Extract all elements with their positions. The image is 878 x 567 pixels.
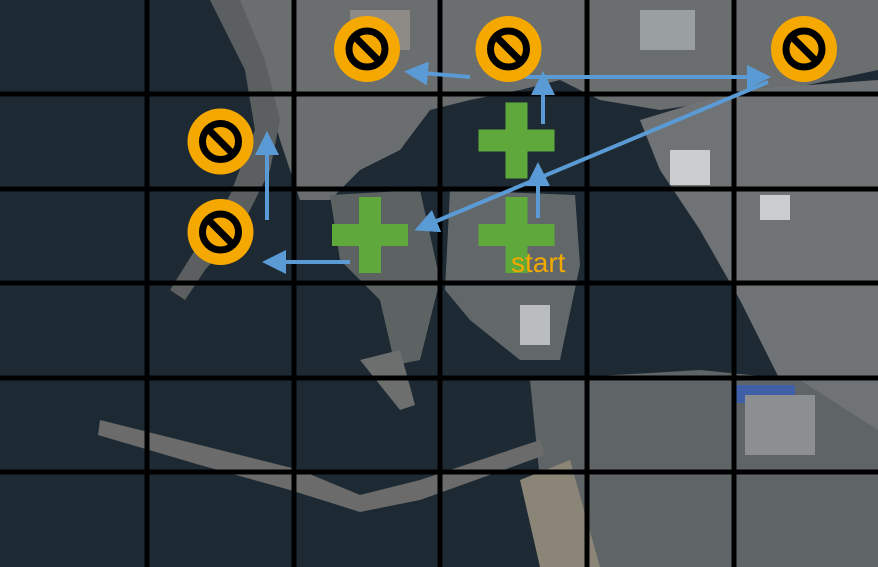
start-label: start [511,247,566,278]
no-entry-slash [206,217,235,247]
plus-icon [478,197,555,273]
plus-bar-vertical [505,102,528,179]
blocked-markers [187,16,837,265]
no-entry-icon [187,199,254,265]
building [670,150,710,185]
building [520,305,550,345]
no-entry-slash [206,127,235,156]
plus-bar-vertical [359,197,381,273]
no-entry-slash [352,34,382,64]
waypoint-markers [332,102,555,273]
route-arrow [404,61,471,86]
breakwater-south [98,420,545,512]
no-entry-ring [199,120,242,163]
no-entry-ring [199,210,242,254]
building [760,195,790,220]
no-entry-icon [475,16,542,82]
no-entry-ring [782,27,826,71]
route-arrow [414,80,769,233]
no-entry-ring [487,27,530,71]
beach [520,460,600,567]
plus-bar-vertical [505,197,528,273]
plus-icon [332,197,408,273]
no-entry-icon [771,16,837,82]
parking-lot [745,395,815,455]
building [640,10,695,50]
no-entry-slash [494,34,523,64]
route-arrows [255,61,771,274]
no-entry-ring [345,27,389,71]
no-entry-icon [187,108,254,175]
plus-icon [478,102,555,179]
no-entry-slash [789,34,819,64]
no-entry-icon [334,16,400,82]
breakwater-northwest [170,0,280,300]
